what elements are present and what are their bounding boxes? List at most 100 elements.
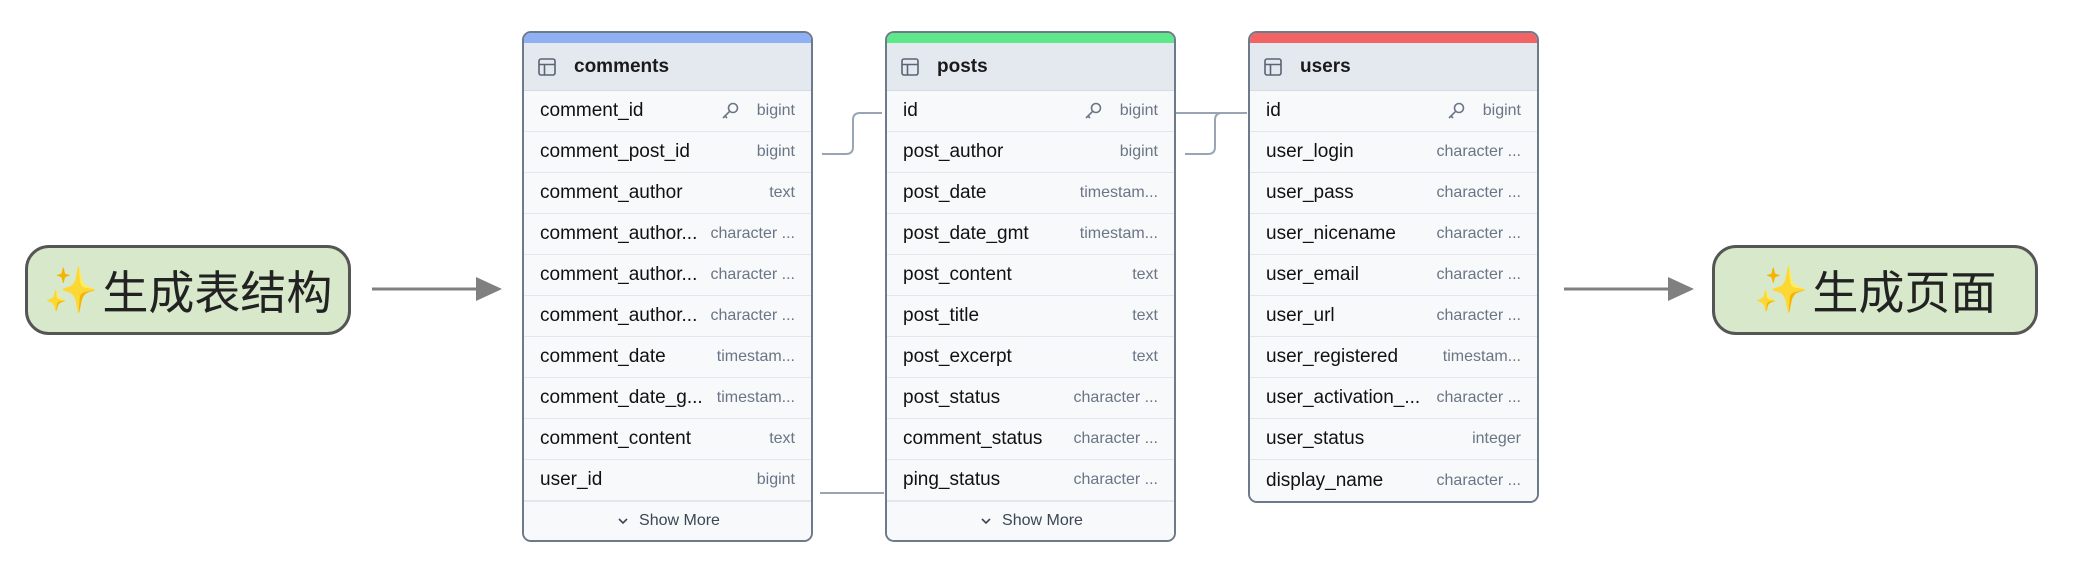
column-type: character ... (1073, 389, 1158, 406)
sparkle-icon: ✨ (1753, 265, 1809, 316)
column-name: post_excerpt (903, 346, 1012, 367)
table-header: posts (887, 43, 1174, 91)
table-row[interactable]: user_nicename character ... (1250, 214, 1537, 255)
column-type: character ... (1436, 389, 1521, 406)
column-name: user_login (1266, 141, 1354, 162)
column-name: user_id (540, 469, 603, 490)
column-name: comment_author... (540, 264, 698, 285)
column-type: bigint (1119, 143, 1158, 160)
show-more-button[interactable]: Show More (887, 501, 1174, 540)
column-name: comment_id (540, 100, 644, 121)
column-name: comment_content (540, 428, 692, 449)
column-type: timestam... (716, 348, 795, 365)
table-row[interactable]: post_status character ... (887, 378, 1174, 419)
column-name: post_author (903, 141, 1004, 162)
generate-page-step: ✨ 生成页面 (1712, 245, 2038, 335)
column-type: character ... (710, 266, 795, 283)
column-name: user_registered (1266, 346, 1399, 367)
arrow-right-icon (1564, 277, 1694, 301)
column-name: comment_date_g... (540, 387, 703, 408)
table-row[interactable]: comment_author...character ... (524, 214, 811, 255)
column-type: character ... (1436, 266, 1521, 283)
column-type: character ... (710, 225, 795, 242)
column-name: display_name (1266, 469, 1384, 491)
arrow-right-icon (372, 277, 502, 301)
column-name: id (903, 100, 918, 121)
column-type: timestam... (1079, 184, 1158, 201)
show-more-button[interactable]: Show More (524, 501, 811, 540)
table-row[interactable]: post_date_gmt timestam... (887, 214, 1174, 255)
table-row[interactable]: comment_date_g...timestam... (524, 378, 811, 419)
column-name: comment_status (903, 428, 1043, 449)
column-type: character ... (1436, 225, 1521, 242)
column-name: post_title (903, 305, 980, 326)
table-row[interactable]: user_pass character ... (1250, 173, 1537, 214)
table-accent-bar (1250, 33, 1537, 43)
table-row[interactable]: user_email character ... (1250, 255, 1537, 296)
table-row[interactable]: comment_author text (524, 173, 811, 214)
table-row[interactable]: post_author bigint (887, 132, 1174, 173)
table-row[interactable]: comment_post_id bigint (524, 132, 811, 173)
column-name: id (1266, 100, 1281, 121)
column-name: post_content (903, 264, 1012, 285)
table-row[interactable]: user_id bigint (524, 460, 811, 501)
column-type: bigint (1482, 102, 1521, 119)
table-row[interactable]: user_registered timestam... (1250, 337, 1537, 378)
column-name: ping_status (903, 469, 1001, 490)
column-name: user_pass (1266, 182, 1354, 203)
relation-post-author-to-users-id (1185, 112, 1247, 155)
generate-schema-step: ✨ 生成表结构 (25, 245, 351, 335)
column-name: user_nicename (1266, 223, 1396, 244)
show-more-label: Show More (639, 512, 720, 529)
chevron-down-icon (978, 513, 994, 529)
table-icon (536, 56, 558, 78)
table-icon (899, 56, 921, 78)
table-accent-bar (524, 33, 811, 43)
column-name: comment_author (540, 182, 683, 203)
column-name: comment_post_id (540, 141, 690, 162)
column-type: timestam... (1079, 225, 1158, 242)
column-name: post_date_gmt (903, 223, 1029, 244)
table-row[interactable]: id bigint (1250, 91, 1537, 132)
key-icon (1082, 100, 1104, 122)
table-row[interactable]: comment_author... character ... (524, 255, 811, 296)
column-name: comment_author... (540, 305, 698, 326)
column-type: text (769, 184, 795, 201)
generate-page-label: 生成页面 (1812, 266, 1997, 320)
column-type: bigint (756, 471, 795, 488)
column-type: timestam... (1442, 348, 1521, 365)
chevron-down-icon (615, 513, 631, 529)
table-header: users (1250, 43, 1537, 91)
table-icon (1262, 56, 1284, 78)
column-name: user_activation_... (1266, 387, 1421, 408)
column-type: character ... (1436, 184, 1521, 201)
column-name: user_email (1266, 264, 1359, 285)
column-type: text (1132, 348, 1158, 365)
column-name: post_status (903, 387, 1001, 408)
column-type: bigint (756, 143, 795, 160)
column-type: character ... (710, 307, 795, 324)
generate-schema-label: 生成表结构 (102, 266, 333, 320)
table-row[interactable]: user_activation_... character ... (1250, 378, 1537, 419)
table-row[interactable]: comment_author... character ... (524, 296, 811, 337)
table-row[interactable]: post_excerpt text (887, 337, 1174, 378)
